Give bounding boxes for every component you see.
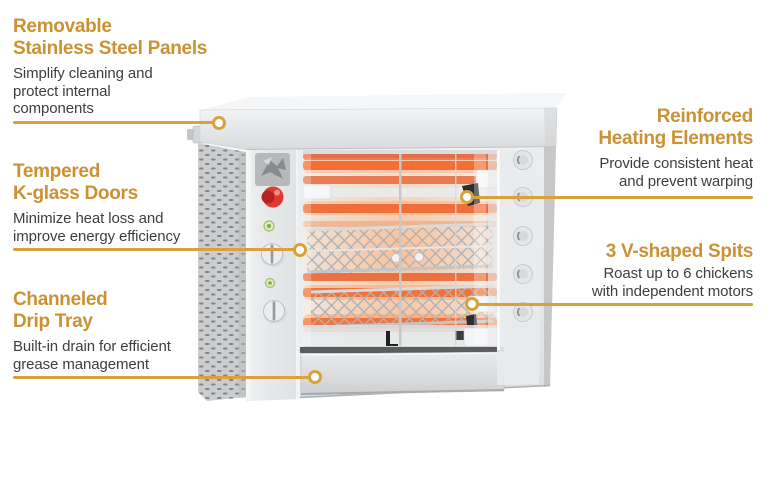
leader-line-heating-elements (467, 196, 753, 199)
callout-drip-tray: Channeled Drip Tray Built-in drain for e… (13, 289, 248, 373)
indicator-light (264, 277, 276, 289)
leader-line-v-spits (472, 303, 753, 306)
callout-description: Provide consistent heat and prevent warp… (599, 155, 753, 190)
callout-v-spits: 3 V-shaped Spits Roast up to 6 chickens … (513, 241, 753, 300)
glass-door-window (290, 150, 510, 365)
callout-title: 3 V-shaped Spits (605, 241, 754, 262)
callout-description: Roast up to 6 chickens with independent … (591, 265, 753, 300)
callout-description: Built-in drain for efficient grease mana… (13, 338, 171, 373)
emergency-stop-button (261, 186, 284, 208)
oven-hood (199, 93, 566, 151)
motor-knobs (513, 150, 533, 322)
leader-line-tempered-doors (13, 248, 301, 251)
leader-dot-heating-elements (460, 190, 474, 204)
callout-description: Simplify cleaning and protect internal c… (13, 65, 153, 117)
brand-logo (255, 153, 290, 186)
leader-dot-drip-tray (308, 370, 322, 384)
leader-line-drip-tray (13, 376, 316, 379)
callout-removable-panels: Removable Stainless Steel Panels Simplif… (13, 16, 248, 118)
leader-dot-tempered-doors (293, 243, 307, 257)
leader-dot-v-spits (465, 297, 479, 311)
callout-title: Removable Stainless Steel Panels (13, 16, 208, 59)
callout-description: Minimize heat loss and improve energy ef… (13, 210, 181, 245)
indicator-light (263, 220, 275, 232)
leader-line-removable-panels (13, 121, 220, 124)
control-knob (263, 300, 287, 324)
callout-heating-elements: Reinforced Heating Elements Provide cons… (523, 106, 753, 190)
perforated-side-panel (198, 143, 246, 401)
motor-column (497, 148, 544, 385)
callout-tempered-doors: Tempered K-glass Doors Minimize heat los… (13, 161, 248, 245)
drip-tray-drawer (300, 347, 505, 396)
leader-dot-removable-panels (212, 116, 226, 130)
callout-title: Reinforced Heating Elements (598, 106, 753, 149)
callout-title: Tempered K-glass Doors (13, 161, 138, 204)
callout-title: Channeled Drip Tray (13, 289, 108, 332)
